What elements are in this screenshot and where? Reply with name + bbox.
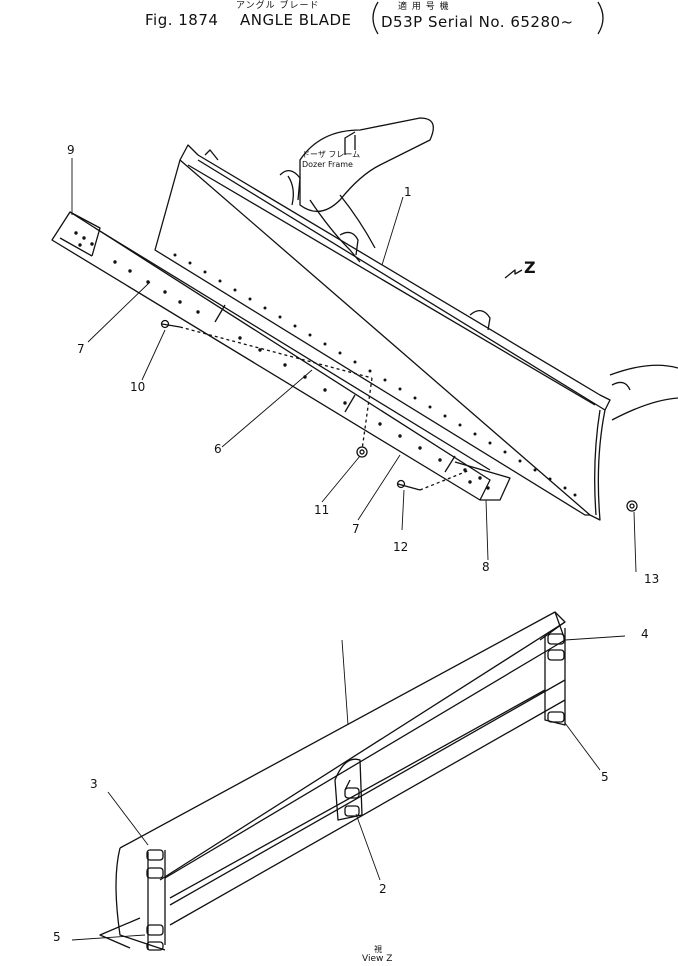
callout-5-right: 5 bbox=[601, 770, 609, 784]
view-z-blade bbox=[99, 611, 566, 951]
callout-7-bottom: 7 bbox=[352, 522, 360, 536]
view-z-mounts bbox=[146, 633, 565, 951]
figure-title: ANGLE BLADE bbox=[240, 11, 352, 29]
view-z-marker: Z bbox=[524, 258, 536, 277]
callout-3: 3 bbox=[90, 777, 98, 791]
bracket-left bbox=[372, 1, 379, 35]
blade-bolt-holes bbox=[173, 253, 577, 497]
callout-8: 8 bbox=[482, 560, 490, 574]
japanese-applicable: 適 用 号 機 bbox=[398, 2, 450, 12]
callout-7-top: 7 bbox=[77, 342, 85, 356]
callout-11: 11 bbox=[314, 503, 330, 517]
callout-1: 1 bbox=[404, 185, 412, 199]
dashed-leaders bbox=[179, 326, 471, 491]
callout-13: 13 bbox=[644, 572, 660, 586]
angle-blade bbox=[154, 144, 611, 521]
view-arrow-icon bbox=[504, 269, 523, 279]
leaders-top bbox=[71, 158, 637, 573]
edge-bolt-holes bbox=[74, 231, 490, 490]
japanese-title: アングル ブレード bbox=[236, 1, 320, 11]
dozer-frame-jp: ドーザ フレーム bbox=[302, 150, 361, 159]
callout-10: 10 bbox=[130, 380, 146, 394]
callout-4: 4 bbox=[641, 627, 649, 641]
callout-6: 6 bbox=[214, 442, 222, 456]
bracket-right bbox=[597, 1, 604, 35]
callout-2: 2 bbox=[379, 882, 387, 896]
callout-9: 9 bbox=[67, 143, 75, 157]
dozer-frame bbox=[279, 117, 678, 421]
cutting-edge-assembly bbox=[51, 211, 511, 501]
figure-number: Fig. 1874 bbox=[145, 11, 219, 29]
serial-range: D53P Serial No. 65280~ bbox=[381, 13, 574, 31]
leaders-bottom bbox=[71, 635, 626, 941]
callout-5-left: 5 bbox=[53, 930, 61, 944]
view-z-label: View Z bbox=[362, 954, 393, 964]
callout-12: 12 bbox=[393, 540, 409, 554]
dozer-frame-label: Dozer Frame bbox=[302, 160, 353, 169]
view-z-jp: 視 bbox=[374, 945, 382, 954]
